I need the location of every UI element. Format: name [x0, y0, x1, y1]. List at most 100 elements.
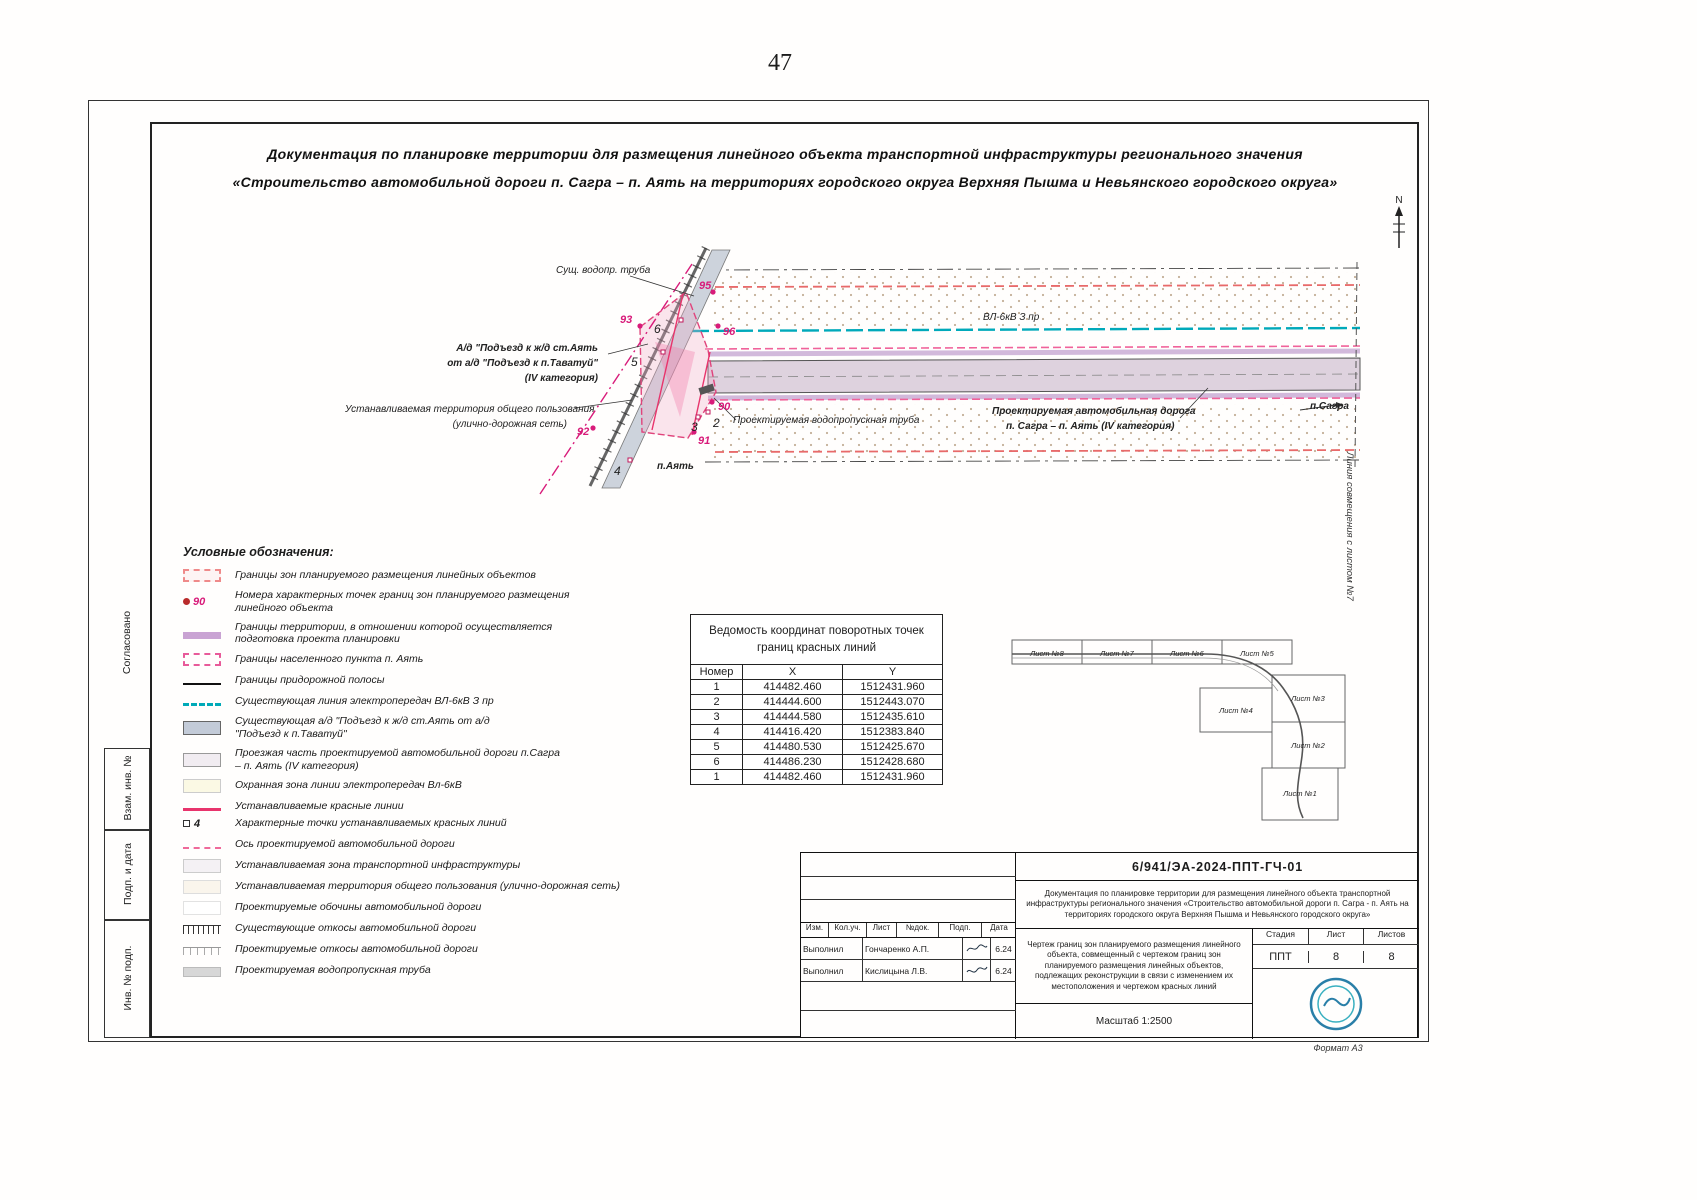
stage-header-row: Стадия Лист Листов — [1253, 929, 1419, 945]
zone-boundary-top — [714, 284, 1361, 288]
signature-goncharenko-icon — [963, 938, 991, 959]
culvert-symbol — [698, 383, 715, 395]
sheet-7-label: Лист №7 — [1099, 649, 1135, 658]
point-number-swatch: 90 — [183, 595, 221, 609]
doc-title-line1: Документация по планировке территории дл… — [267, 146, 1303, 162]
carriageway-swatch — [183, 752, 221, 767]
shoulders-swatch — [183, 900, 221, 915]
sheet-4-label: Лист №4 — [1218, 706, 1253, 715]
legend-item: Охранная зона линии электропередач Вл-6к… — [183, 778, 661, 793]
red-lines-swatch — [183, 808, 221, 812]
doc-description: Документация по планировке территории дл… — [1016, 881, 1419, 929]
point-92: 92 — [577, 426, 589, 438]
margin-cell-podp: Подп. и дата — [104, 830, 150, 920]
doc-number: 6/941/ЭА-2024-ППТ-ГЧ-01 — [1016, 853, 1419, 881]
legend-item: Существующая линия электропередач ВЛ-6кВ… — [183, 694, 661, 709]
label-existing-road: А/д "Подъезд к ж/д ст.Аять от а/д "Подъе… — [447, 343, 598, 384]
power-line-swatch — [183, 703, 221, 707]
point-95: 95 — [699, 280, 712, 292]
point-90: 90 — [718, 401, 731, 413]
existing-road-swatch — [183, 720, 221, 735]
margin-cell-inv: Инв. № подп. — [104, 920, 150, 1038]
legend-item: Границы зон планируемого размещения лине… — [183, 568, 661, 583]
sheet-5-label: Лист №5 — [1239, 649, 1275, 658]
label-ayat: п.Аять — [657, 461, 694, 472]
label-water-pipe: Сущ. водопр. труба — [556, 265, 651, 276]
project-territory-swatch — [183, 631, 221, 639]
culvert-swatch — [183, 966, 221, 977]
legend: Условные обозначения: Границы зон планир… — [183, 545, 661, 984]
point-96: 96 — [723, 326, 736, 338]
legend-title: Условные обозначения: — [183, 545, 334, 559]
coord-table-header: Номер X Y — [690, 664, 943, 681]
soglasovano-label: Согласовано — [121, 610, 133, 675]
legend-item: 4 Характерные точки устанавливаемых крас… — [183, 816, 661, 831]
road-axis-swatch — [183, 846, 221, 849]
label-projected-road: Проектируемая автомобильная дорога п. Са… — [992, 406, 1196, 432]
legend-item: Границы территории, в отношении которой … — [183, 621, 661, 647]
title-block-right: 6/941/ЭА-2024-ППТ-ГЧ-01 Документация по … — [1016, 853, 1419, 1039]
point-93: 93 — [620, 314, 632, 326]
legend-item: Устанавливаемые красные линии — [183, 799, 661, 814]
sheet-6-label: Лист №6 — [1169, 649, 1205, 658]
legend-item: Проезжая часть проектируемой автомобильн… — [183, 747, 661, 773]
sheet-1-label: Лист №1 — [1282, 789, 1317, 798]
label-culvert: Проектируемая водопропускная труба — [733, 415, 920, 426]
podp-data-label: Подп. и дата — [122, 843, 134, 905]
railway-line — [588, 247, 708, 487]
zone-boundary-swatch — [183, 569, 221, 582]
legend-item: Существующая а/д "Подъезд к ж/д ст.Аять … — [183, 715, 661, 741]
zone-boundary-bottom — [714, 449, 1361, 453]
inv-podp-label: Инв. № подп. — [122, 945, 134, 1011]
redpoint-5: 5 — [631, 355, 638, 369]
label-power-line: ВЛ-6кВ З пр — [983, 312, 1040, 323]
redpoint-4: 4 — [614, 464, 621, 478]
margin-cell-vzam: Взам. инв. № — [104, 748, 150, 830]
legend-item: Проектируемые обочины автомобильной доро… — [183, 900, 661, 915]
transport-zone-swatch — [183, 858, 221, 873]
power-line — [691, 326, 1361, 333]
legend-item: 90 Номера характерных точек границ зон п… — [183, 589, 661, 615]
label-match-line: Линия совмещения с листом №7 — [1344, 452, 1355, 601]
outer-frame — [88, 100, 1429, 1042]
legend-item: Проектируемые откосы автомобильной дорог… — [183, 942, 661, 957]
power-guard-zone-swatch — [183, 778, 221, 793]
north-arrow-icon: N — [1393, 195, 1405, 248]
change-rows — [801, 853, 1016, 922]
point-dot-icon — [183, 598, 190, 606]
stamp-header-row: Изм. Кол.уч. Лист №док. Подп. Дата — [801, 922, 1016, 938]
sheet-8-label: Лист №8 — [1029, 649, 1065, 658]
legend-item: Границы придорожной полосы — [183, 673, 661, 688]
legend-item: Ось проектируемой автомобильной дороги — [183, 837, 661, 852]
legend-item: Устанавливаемая территория общего пользо… — [183, 879, 661, 894]
margin-cell-soglasovano: Согласовано — [104, 540, 150, 745]
sheet-2-label: Лист №2 — [1290, 741, 1326, 750]
existing-slopes-swatch — [183, 925, 221, 935]
format-note: Формат А3 — [1313, 1043, 1363, 1053]
signature-kislitsyna-icon — [963, 960, 991, 981]
sheet-index-diagram: Лист №8 Лист №7 Лист №6 Лист №5 Лист №4 … — [1011, 639, 1346, 821]
settlement-boundary — [539, 263, 693, 495]
logo-cell — [1253, 969, 1419, 1039]
projected-slopes-swatch — [183, 947, 221, 956]
common-territory-swatch — [183, 879, 221, 894]
redpoint-6: 6 — [654, 322, 661, 336]
site-plan-map: 95 93 96 90 91 92 6 5 3 2 4 — [539, 246, 1361, 495]
title-block: Изм. Кол.уч. Лист №док. Подп. Дата Выпол… — [800, 852, 1419, 1039]
doc-title-line2: «Строительство автомобильной дороги п. С… — [232, 174, 1338, 190]
label-common-territory: Устанавливаемая территория общего пользо… — [345, 404, 595, 430]
terrain-dots-top — [708, 272, 1360, 326]
drawing-title: Чертеж границ зон планируемого размещени… — [1016, 929, 1253, 1003]
legend-item: Устанавливаемая зона транспортной инфрас… — [183, 858, 661, 873]
sheet-3-label: Лист №3 — [1290, 694, 1326, 703]
roadside-strip-swatch — [183, 683, 221, 686]
redpoint-2: 2 — [712, 416, 720, 430]
svg-text:N: N — [1395, 195, 1402, 206]
terrain-dots-bottom — [708, 404, 1360, 458]
label-sagra: п.Сагра — [1310, 401, 1349, 412]
